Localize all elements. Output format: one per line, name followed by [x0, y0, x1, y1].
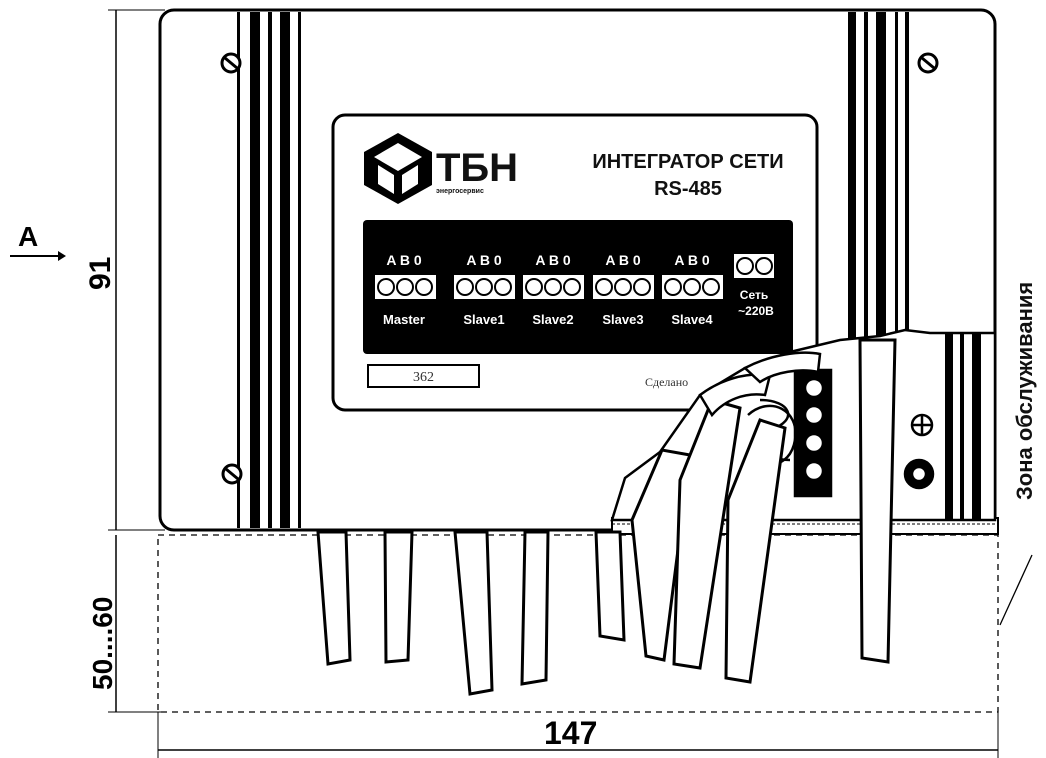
svg-text:A B 0: A B 0 — [535, 252, 570, 268]
view-marker-a: A — [18, 221, 38, 252]
svg-text:Сеть: Сеть — [740, 288, 768, 302]
svg-text:Slave2: Slave2 — [532, 312, 573, 327]
svg-text:Master: Master — [383, 312, 425, 327]
product-title-line2: RS-485 — [654, 178, 722, 200]
product-title-line1: ИНТЕГРАТОР СЕТИ — [592, 151, 783, 173]
svg-text:A B 0: A B 0 — [466, 252, 501, 268]
cables — [316, 338, 897, 696]
terminal-group-slave2: A B 0 Slave2 — [523, 252, 584, 327]
svg-text:Slave1: Slave1 — [463, 312, 504, 327]
brand-subtitle: энергосервис — [436, 188, 484, 195]
svg-text:A B 0: A B 0 — [386, 252, 421, 268]
service-zone-label: Зона обслуживания — [1012, 282, 1037, 500]
terminal-group-power: Сеть ~220В — [734, 254, 774, 318]
svg-text:A B 0: A B 0 — [674, 252, 709, 268]
made-in-label: Сделано — [645, 375, 688, 389]
dimension-91: 91 — [84, 257, 117, 290]
dimension-50-60: 50....60 — [87, 597, 118, 690]
terminal-group-master: A B 0 Master — [375, 252, 436, 327]
terminal-group-slave1: A B 0 Slave1 — [454, 252, 515, 327]
svg-text:A B 0: A B 0 — [605, 252, 640, 268]
terminal-group-slave3: A B 0 Slave3 — [593, 252, 654, 327]
serial-box — [367, 364, 480, 388]
svg-text:~220В: ~220В — [738, 304, 774, 318]
terminal-group-slave4: A B 0 Slave4 — [662, 252, 723, 327]
svg-text:Slave4: Slave4 — [671, 312, 713, 327]
dimension-147: 147 — [544, 715, 597, 751]
tbn-logo-icon — [364, 133, 432, 204]
dimension-lines — [10, 9, 1033, 758]
serial-number: 362 — [413, 370, 434, 385]
brand-name: ТБН — [436, 146, 518, 190]
cable-bundle — [698, 351, 822, 418]
svg-text:Slave3: Slave3 — [602, 312, 643, 327]
nameplate: ТБН энергосервис ИНТЕГРАТОР СЕТИ RS-485 … — [331, 113, 819, 412]
